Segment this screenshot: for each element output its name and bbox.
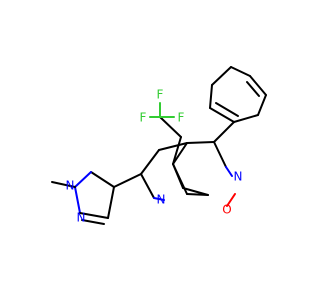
bond [225,166,233,177]
bond [257,94,267,116]
pyrazole-nitrogen-atom: N [77,211,86,225]
bond [81,219,105,225]
bond [213,121,235,143]
bond [113,173,142,188]
bond [215,102,239,117]
bond [249,75,267,96]
fluorine-atom-1: F [140,111,147,125]
bond [186,193,209,196]
bond [233,114,259,123]
bond [159,116,182,138]
fused-ring-system [140,121,236,207]
fluorine-atom-3: F [178,111,185,125]
bond [211,66,232,86]
phenyl-ring [209,66,267,123]
bond [186,141,215,144]
bond [74,186,81,214]
isoxazole-nitrogen-atom: N [234,170,243,184]
bond [172,136,182,165]
molecule-structure: F F F N O N N N [51,66,267,225]
bond [74,171,92,188]
bond [158,142,188,151]
atom-labels: F F F N O N N N [66,88,243,225]
bond [140,149,160,175]
bond [226,193,236,207]
methylpyrazole-group [51,171,142,225]
bond [172,142,188,165]
fluorine-atom-2: F [157,88,164,102]
molecule-canvas: F F F N O N N N [51,66,267,225]
bond [79,212,109,219]
bond [209,107,235,123]
bond [209,84,213,109]
bond [172,163,188,195]
bond [246,81,260,97]
bond [107,186,115,219]
bond [90,171,115,188]
bond [230,66,251,77]
methylpyrazole-nitrogen-atom: N [66,179,75,193]
trifluoromethyl-group [149,102,182,138]
bond [51,181,76,188]
isoxazole-oxygen-atom: O [222,203,231,217]
pyridine-nitrogen-atom: N [157,193,166,207]
bond [213,141,227,168]
bond [140,173,155,199]
bond [153,197,165,201]
